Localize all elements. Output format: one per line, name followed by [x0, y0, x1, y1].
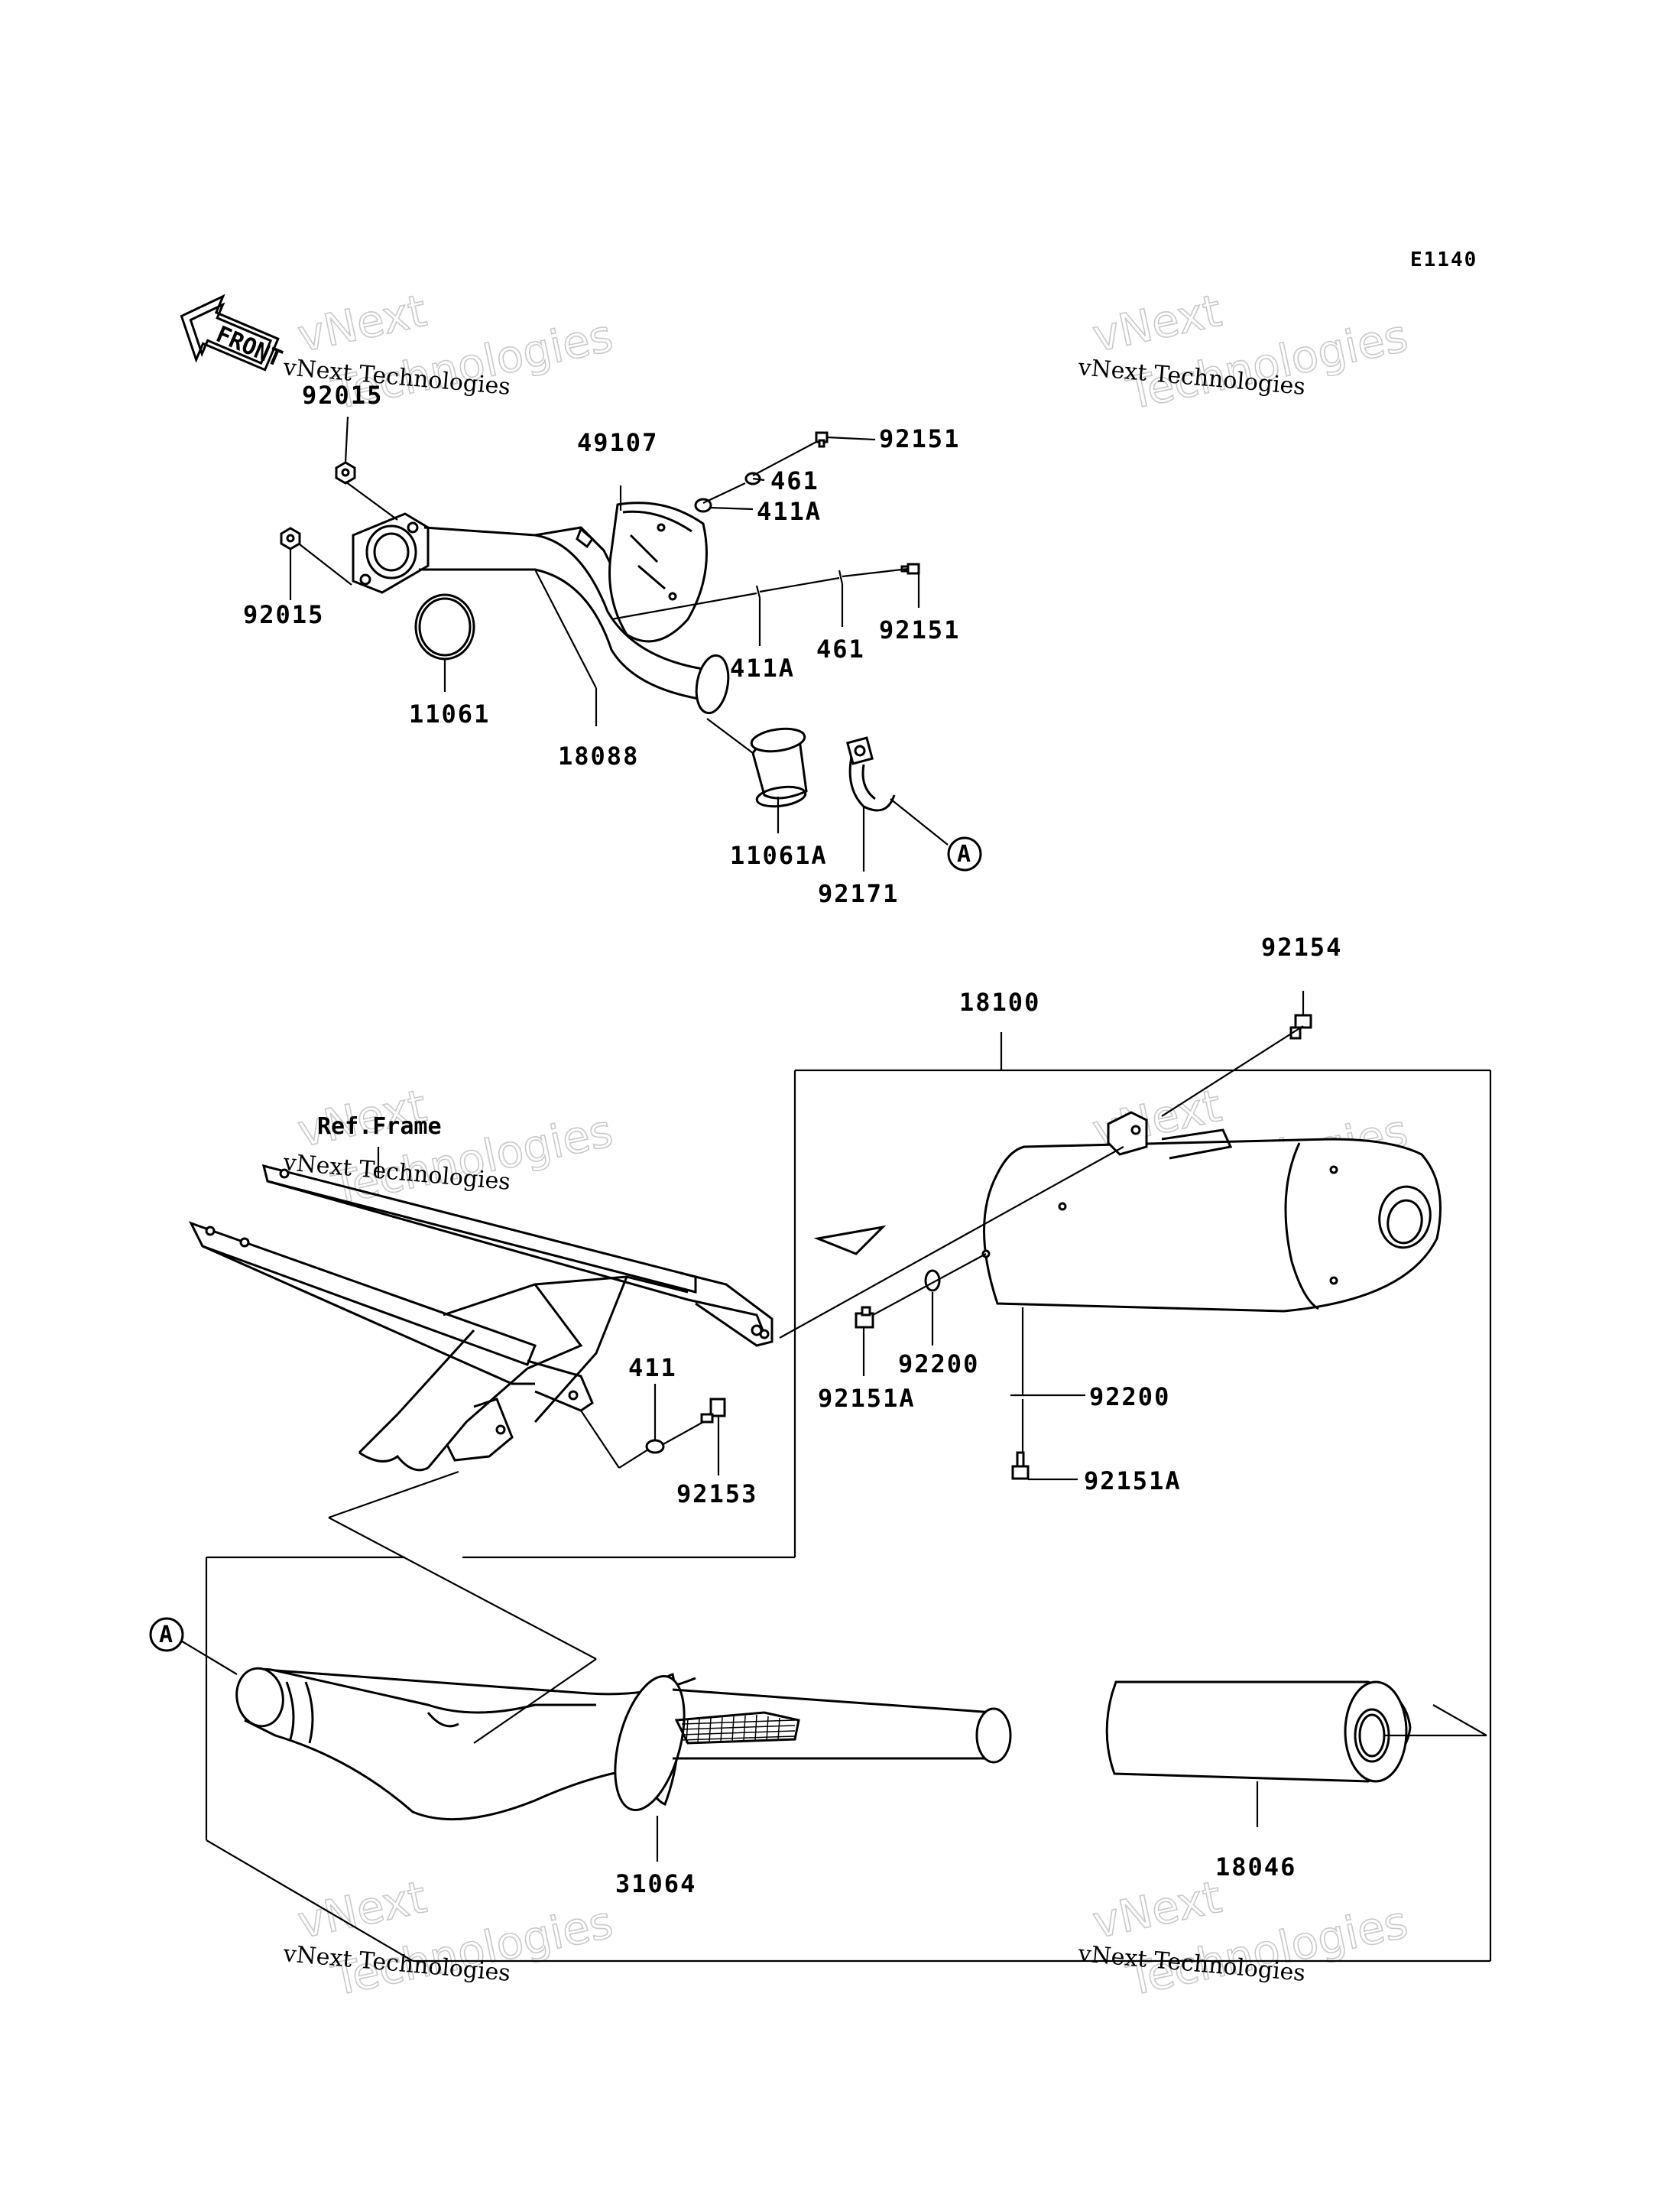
- label-411A-top: 411A: [757, 497, 822, 526]
- leader-lines-top: [289, 416, 949, 872]
- bolt-92151A-a: [855, 1306, 874, 1329]
- bolt-92151A-b: [1011, 1451, 1030, 1480]
- label-31064: 31064: [615, 1869, 696, 1898]
- label-92015-left: 92015: [243, 600, 324, 629]
- label-461-mid: 461: [816, 635, 865, 664]
- label-92153: 92153: [676, 1479, 757, 1508]
- collar-411A-top: [694, 498, 712, 513]
- label-411: 411: [628, 1353, 677, 1382]
- ref-frame-label: Ref.Frame: [317, 1113, 442, 1140]
- watermark-top-right: vNext Technologies vNext Technologies: [1076, 284, 1412, 420]
- washer-461-mid: [838, 570, 844, 585]
- watermark-bottom-left: vNext Technologies vNext Technologies: [281, 1870, 618, 2007]
- label-92151-top: 92151: [879, 424, 960, 453]
- part-number-labels: 92015 92015 11061 18088 49107 92151 461 …: [243, 381, 1342, 1898]
- front-arrow-icon: FRONT: [180, 294, 286, 372]
- label-461-top: 461: [770, 466, 819, 495]
- bolt-92151-top: [815, 431, 829, 448]
- muffler-18100: [981, 1111, 1442, 1313]
- label-92154: 92154: [1261, 933, 1342, 962]
- label-18100: 18100: [959, 988, 1040, 1017]
- inner-tube-18046: [1105, 1680, 1412, 1783]
- label-92151-mid: 92151: [879, 615, 960, 644]
- gasket-11061: [414, 593, 475, 661]
- label-11061A: 11061A: [730, 841, 828, 870]
- gasket-ring-11061A: [750, 727, 808, 808]
- diagram-code: E1140: [1410, 248, 1477, 271]
- link-pipe-31064: [235, 1667, 1012, 1821]
- collar-411A-mid: [755, 585, 761, 599]
- leader-lines-middle: [377, 991, 1305, 1481]
- label-18046: 18046: [1215, 1852, 1296, 1881]
- assembly-bracket-18100: [205, 1032, 1492, 1963]
- label-92171: 92171: [818, 879, 899, 908]
- label-11061: 11061: [409, 700, 490, 729]
- rear-frame: [188, 1164, 774, 1472]
- clamp-92171: [845, 736, 896, 812]
- callout-a-top: A: [947, 836, 982, 872]
- watermark-mid-left: vNext Technologies vNext Technologies: [281, 1079, 618, 1216]
- label-92151A-a: 92151A: [818, 1384, 916, 1413]
- bolt-92153: [700, 1398, 726, 1424]
- exhaust-header-pipe: [352, 512, 730, 715]
- label-92200-b: 92200: [1089, 1382, 1170, 1411]
- nut-92015-left: [280, 527, 301, 550]
- perforated-core: [674, 1711, 800, 1745]
- label-92151A-b: 92151A: [1084, 1466, 1182, 1495]
- label-92015-top: 92015: [302, 381, 383, 410]
- callout-a-bottom: A: [149, 1617, 184, 1652]
- muffler-pointer: [813, 1225, 887, 1255]
- label-411A-mid: 411A: [730, 654, 795, 683]
- heat-guard-49107: [608, 502, 708, 643]
- nut-92015-top: [335, 461, 356, 485]
- leader-lines-bottom: [179, 1470, 1487, 1862]
- label-92200-a: 92200: [898, 1349, 979, 1378]
- callout-a-label: A: [957, 841, 971, 868]
- label-49107: 49107: [577, 428, 658, 457]
- callout-a-label: A: [159, 1622, 173, 1648]
- watermark-bottom-right: vNext Technologies vNext Technologies: [1076, 1870, 1412, 2007]
- washer-411: [645, 1439, 665, 1454]
- label-18088: 18088: [558, 742, 639, 771]
